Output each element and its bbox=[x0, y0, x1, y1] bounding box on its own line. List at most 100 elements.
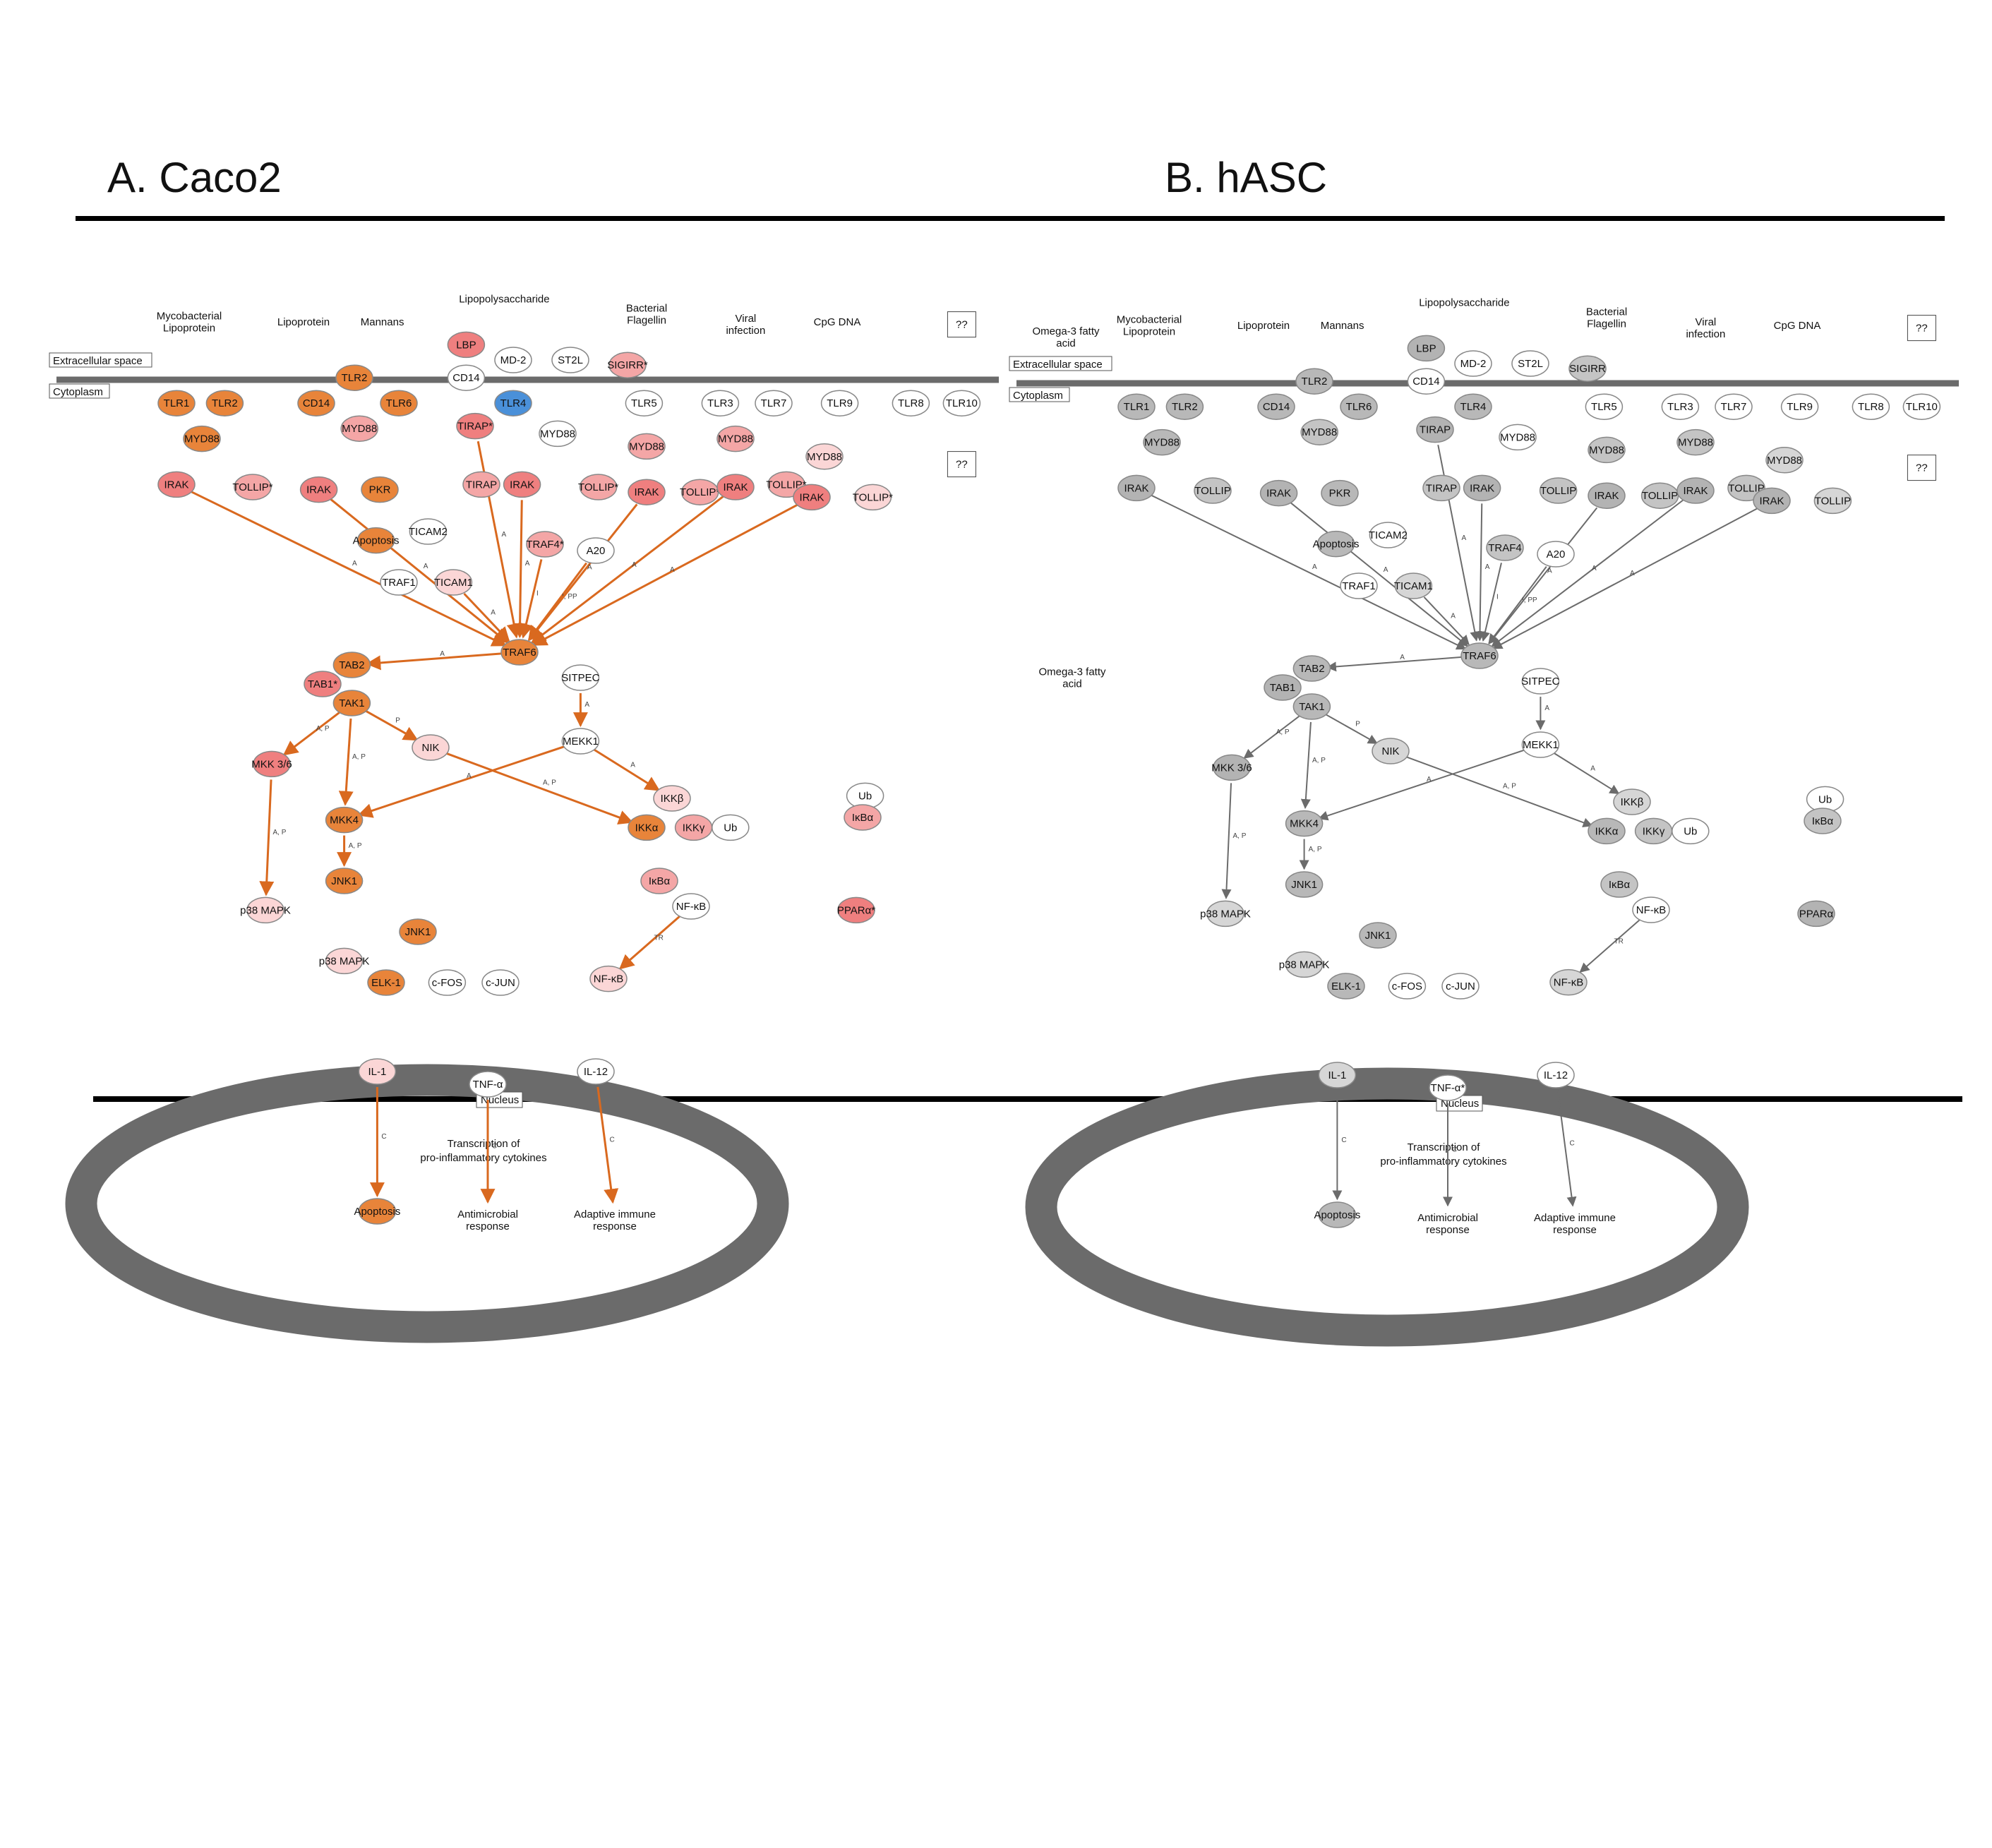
node-shape bbox=[701, 390, 740, 416]
node-irak5: IRAK bbox=[1676, 477, 1715, 504]
node-myd88_6: MYD88 bbox=[1765, 447, 1804, 474]
node-shape bbox=[356, 527, 395, 554]
node-tollip4: TOLLIP bbox=[1727, 474, 1765, 502]
node-shape bbox=[157, 471, 196, 498]
node-label: TOLLIP* bbox=[232, 481, 272, 493]
node-shape bbox=[447, 364, 486, 391]
node-label: TLR6 bbox=[1346, 401, 1372, 413]
edge-traf6-tab2 bbox=[1326, 656, 1465, 672]
node-shape bbox=[1206, 900, 1244, 928]
node-label: ST2L bbox=[558, 354, 583, 366]
node-label: MYD88 bbox=[1500, 431, 1535, 443]
node-tlr6: TLR6 bbox=[380, 390, 418, 416]
node-label: MYD88 bbox=[184, 433, 220, 445]
edge-label: A, P bbox=[543, 779, 556, 787]
edge-label: I bbox=[536, 590, 539, 598]
node-shape bbox=[1521, 668, 1560, 695]
node-label: IRAK bbox=[510, 479, 534, 491]
node-apopt2: Apoptosis bbox=[354, 1198, 400, 1225]
node-label: IKKγ bbox=[683, 822, 705, 834]
node-mekk1: MEKK1 bbox=[1521, 731, 1560, 758]
edge-tirap1-traf6 bbox=[1437, 444, 1480, 642]
node-label: Lipopolysaccharide bbox=[1419, 297, 1509, 309]
edge-label: A bbox=[502, 531, 507, 539]
node-traf4: TRAF4 bbox=[1486, 534, 1524, 561]
node-shape bbox=[625, 390, 664, 416]
node-label: Lipopolysaccharide bbox=[459, 294, 549, 306]
edge-mkk36-p38a bbox=[259, 779, 275, 896]
node-label: MYD88 bbox=[1767, 455, 1802, 467]
node-shape bbox=[1568, 355, 1607, 382]
node-label: CD14 bbox=[452, 372, 479, 384]
edge-label: I bbox=[1496, 594, 1499, 601]
edge-label: A, P bbox=[349, 842, 362, 850]
node-label: MYD88 bbox=[629, 440, 664, 452]
node-label: CD14 bbox=[1263, 401, 1290, 413]
node-il1: IL-1 bbox=[1318, 1062, 1357, 1088]
edge-label: A bbox=[1590, 765, 1595, 773]
edge-irak3-traf6 bbox=[512, 500, 528, 639]
node-label: IRAK bbox=[634, 486, 659, 498]
node-label: IKKβ bbox=[661, 793, 684, 805]
edge-traf4-traf6 bbox=[1480, 563, 1502, 642]
node-shape bbox=[561, 664, 600, 691]
edge-label: A bbox=[352, 560, 357, 568]
node-label: ?? bbox=[956, 319, 968, 331]
node-mannans: Mannans bbox=[1321, 320, 1364, 332]
node-cjun: c-JUN bbox=[1441, 973, 1480, 1000]
edge-tak1-mkk36 bbox=[1243, 715, 1300, 759]
node-shape bbox=[837, 896, 875, 924]
node-label: JNK1 bbox=[1291, 879, 1317, 891]
node-shape bbox=[1388, 973, 1427, 1000]
node-label: IKKγ bbox=[1643, 825, 1665, 837]
node-label: ?? bbox=[1916, 462, 1928, 474]
node-shape bbox=[1661, 393, 1700, 420]
node-label: Ub bbox=[1684, 825, 1697, 837]
node-il12: IL-12 bbox=[577, 1058, 615, 1085]
node-tlr2a: TLR2 bbox=[205, 390, 244, 416]
node-label: IκBα bbox=[852, 812, 874, 824]
node-label: IRAK bbox=[164, 479, 188, 491]
node-shape bbox=[1588, 817, 1626, 845]
node-label: PKR bbox=[1329, 488, 1351, 500]
node-myd88_2: MYD88 bbox=[1300, 419, 1338, 445]
node-mkk36: MKK 3/6 bbox=[1211, 754, 1252, 781]
panel-title-a: A. Caco2 bbox=[107, 154, 282, 201]
edge-label: A, P bbox=[316, 725, 330, 733]
edge-ticam1-traf6 bbox=[463, 592, 510, 642]
node-label: Ub bbox=[858, 790, 872, 802]
node-label: TLR2 bbox=[1172, 401, 1198, 413]
node-shape bbox=[1285, 951, 1324, 978]
edge-nik-ikka bbox=[445, 752, 634, 825]
edge-traf6-tab2 bbox=[366, 652, 505, 671]
node-mekk1: MEKK1 bbox=[561, 728, 600, 755]
edge-mkk36-p38a bbox=[1221, 783, 1232, 899]
node-shape bbox=[1369, 522, 1408, 548]
node-label: TLR1 bbox=[164, 397, 190, 409]
node-label: ?? bbox=[1916, 323, 1928, 335]
node-label: IκBα bbox=[649, 875, 671, 887]
node-label: NIK bbox=[1381, 745, 1399, 757]
node-label: IRAK bbox=[306, 484, 331, 496]
node-tlr4: TLR4 bbox=[494, 390, 532, 416]
edge-mekk1-ikkb bbox=[1553, 752, 1620, 795]
node-tak1: TAK1 bbox=[332, 690, 371, 716]
node-label: CD14 bbox=[303, 397, 330, 409]
node-tlr5: TLR5 bbox=[1585, 393, 1624, 420]
node-label: IL-1 bbox=[1328, 1069, 1346, 1081]
node-lipoprot: Lipoprotein bbox=[1237, 320, 1290, 332]
node-shape bbox=[1780, 393, 1819, 420]
edge-label: P bbox=[1355, 721, 1360, 728]
node-label: IKKα bbox=[1595, 825, 1619, 837]
node-md2: MD-2 bbox=[494, 347, 532, 373]
node-shape bbox=[1372, 738, 1410, 764]
node-cfos: c-FOS bbox=[428, 969, 467, 996]
node-shape bbox=[589, 965, 628, 992]
